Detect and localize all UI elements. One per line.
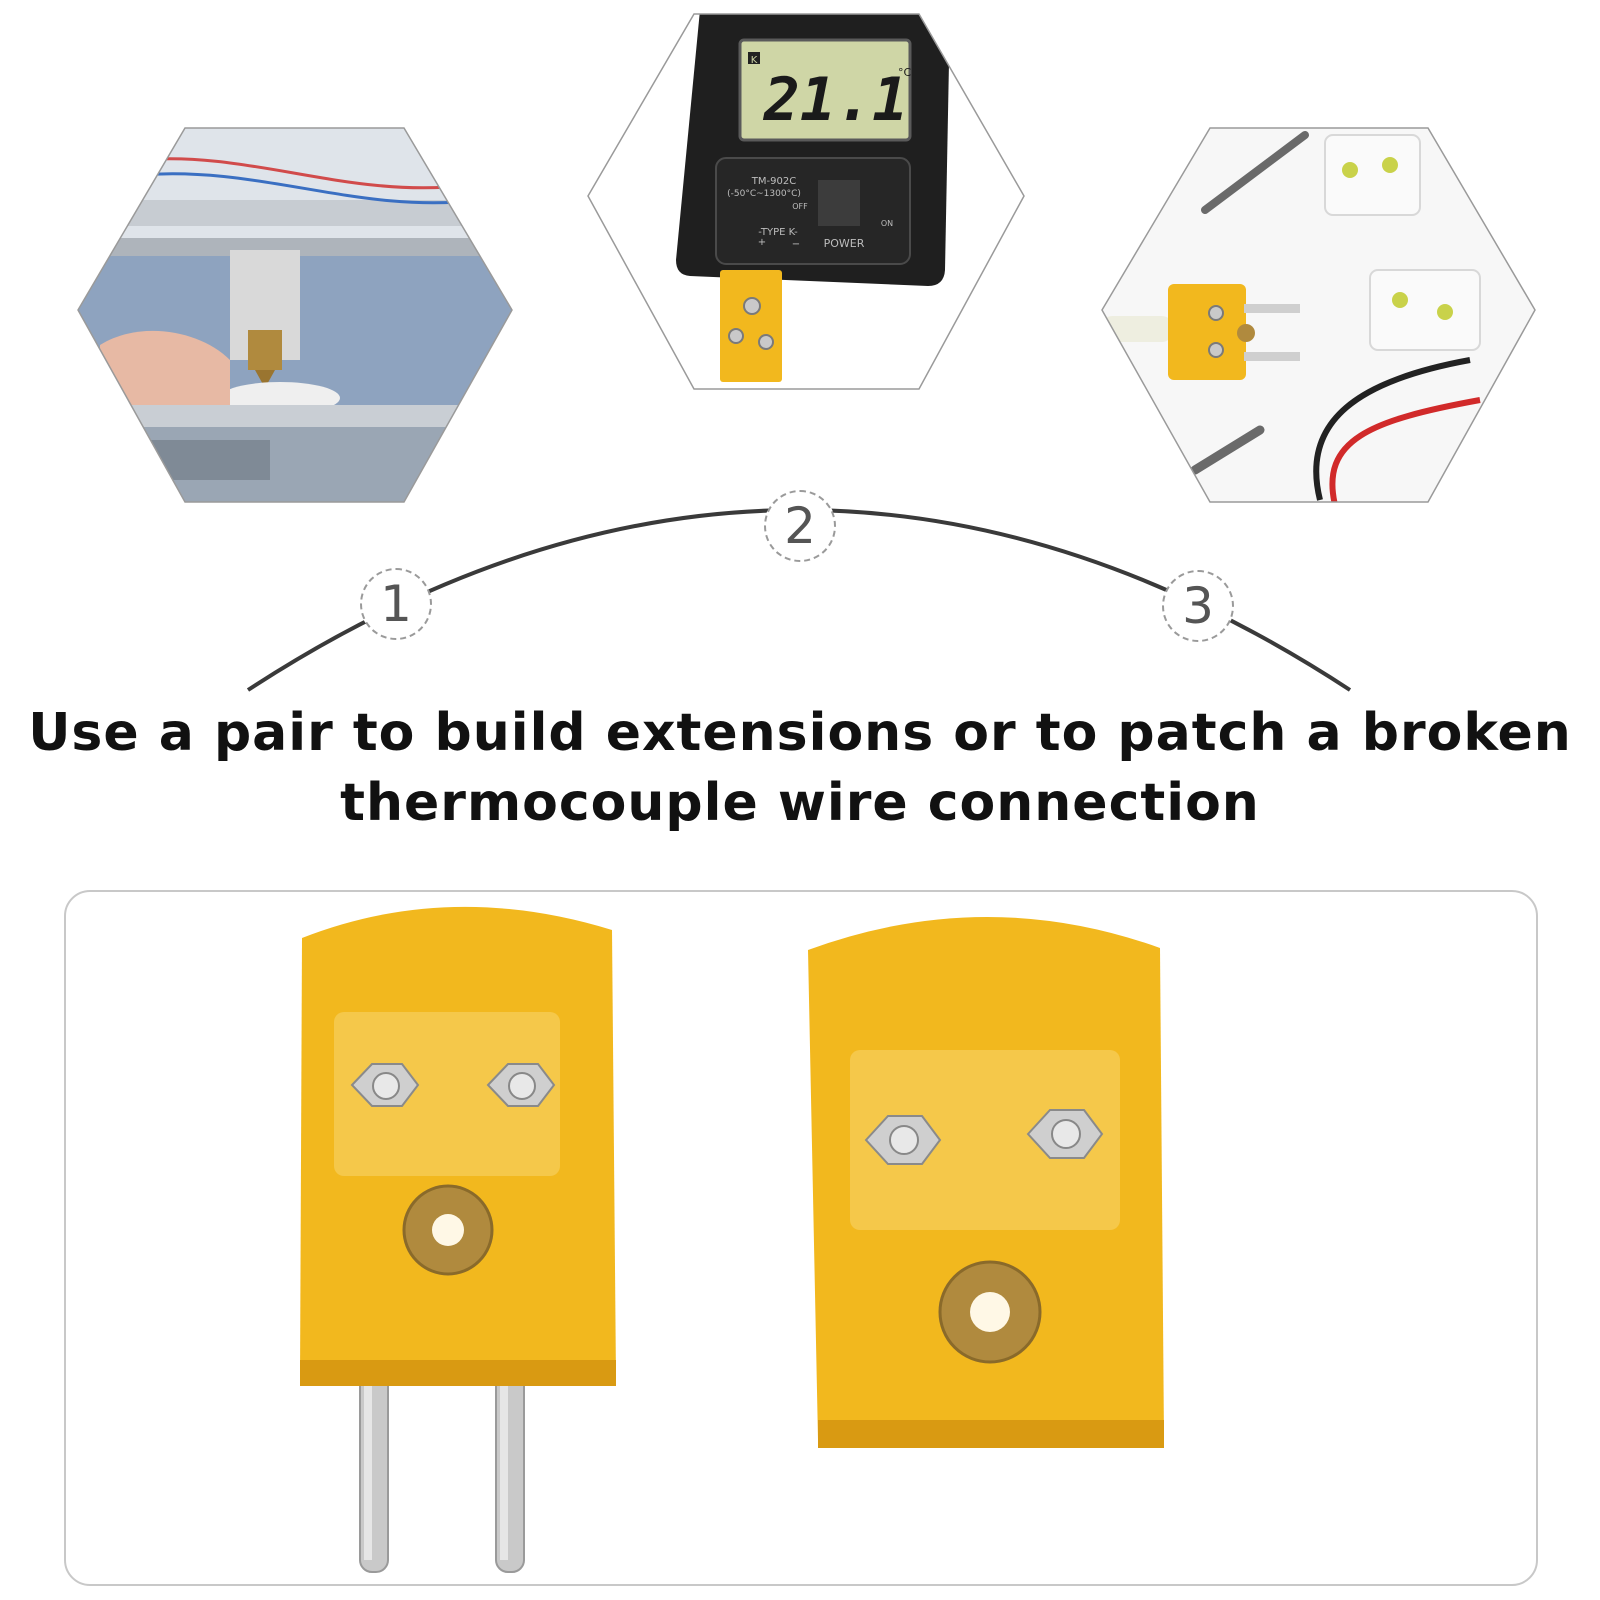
headline: Use a pair to build extensions or to pat… (0, 698, 1600, 838)
meter-lcd-reading: 21.1 (763, 65, 909, 135)
step-number-2: 2 (764, 490, 836, 562)
female-connector (808, 916, 1164, 1448)
meter-minus-label: − (792, 239, 800, 250)
meter-type-badge: K (751, 55, 758, 66)
meter-range-label: (-50°C~1300°C) (727, 189, 801, 199)
meter-on-label: ON (881, 219, 893, 228)
meter-lcd-unit: °C (898, 66, 912, 79)
meter-power-label: POWER (824, 237, 865, 250)
male-connector (300, 906, 616, 1573)
meter-type-k-label: -TYPE K- (758, 227, 798, 238)
headline-line-1: Use a pair to build extensions or to pat… (28, 703, 1572, 763)
step-number-1: 1 (360, 568, 432, 640)
headline-line-2: thermocouple wire connection (340, 773, 1260, 833)
step-number-3: 3 (1162, 570, 1234, 642)
meter-model-label: TM-902C (751, 176, 796, 187)
meter-off-label: OFF (792, 202, 808, 211)
meter-plus-label: + (758, 237, 766, 248)
